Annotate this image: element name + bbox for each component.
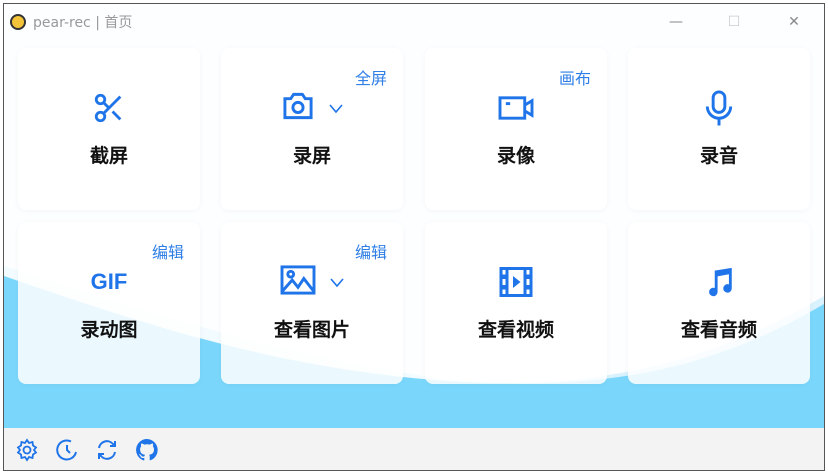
card-view-videos[interactable]: 查看视频 xyxy=(425,222,607,384)
microphone-icon xyxy=(628,90,810,126)
app-window: pear-rec | 首页 — ☐ ✕ 截屏 全屏 录屏 画布 录像 录音 编辑… xyxy=(3,3,825,471)
image-icon xyxy=(279,264,317,300)
app-logo-icon xyxy=(10,14,26,30)
card-label: 录动图 xyxy=(80,319,138,341)
github-icon[interactable] xyxy=(134,437,160,463)
close-button[interactable]: ✕ xyxy=(788,14,800,30)
refresh-icon[interactable] xyxy=(94,437,120,463)
minimize-button[interactable]: — xyxy=(669,14,683,30)
window-title: pear-rec | 首页 xyxy=(33,15,133,31)
card-view-images[interactable]: 编辑 查看图片 xyxy=(221,222,403,384)
card-record-audio[interactable]: 录音 xyxy=(628,48,810,210)
gear-icon[interactable] xyxy=(14,437,40,463)
history-icon[interactable] xyxy=(54,437,80,463)
fullscreen-link[interactable]: 全屏 xyxy=(354,69,387,88)
card-label: 查看图片 xyxy=(273,319,350,341)
music-icon xyxy=(628,264,810,300)
card-label: 查看视频 xyxy=(477,319,554,341)
edit-link[interactable]: 编辑 xyxy=(354,243,387,262)
maximize-button[interactable]: ☐ xyxy=(727,14,741,30)
card-record-screen[interactable]: 全屏 录屏 xyxy=(221,48,403,210)
edit-link[interactable]: 编辑 xyxy=(151,243,184,262)
canvas-link[interactable]: 画布 xyxy=(558,69,591,88)
card-record-video[interactable]: 画布 录像 xyxy=(425,48,607,210)
card-screenshot[interactable]: 截屏 xyxy=(18,48,200,210)
card-label: 截屏 xyxy=(89,145,128,167)
film-icon xyxy=(425,264,607,300)
card-label: 录屏 xyxy=(292,145,331,167)
gif-icon: GIF xyxy=(90,269,128,294)
card-label: 录像 xyxy=(496,145,535,167)
title-bar: pear-rec | 首页 xyxy=(4,4,824,40)
card-label: 录音 xyxy=(699,145,738,167)
camera-icon xyxy=(280,90,316,126)
chevron-down-icon[interactable] xyxy=(328,99,344,118)
card-view-audio[interactable]: 查看音频 xyxy=(628,222,810,384)
chevron-down-icon[interactable] xyxy=(329,273,345,292)
footer-toolbar xyxy=(4,428,824,470)
card-label: 查看音频 xyxy=(680,319,757,341)
card-record-gif[interactable]: 编辑 GIF 录动图 xyxy=(18,222,200,384)
scissors-icon xyxy=(18,90,200,126)
video-camera-icon xyxy=(425,90,607,126)
